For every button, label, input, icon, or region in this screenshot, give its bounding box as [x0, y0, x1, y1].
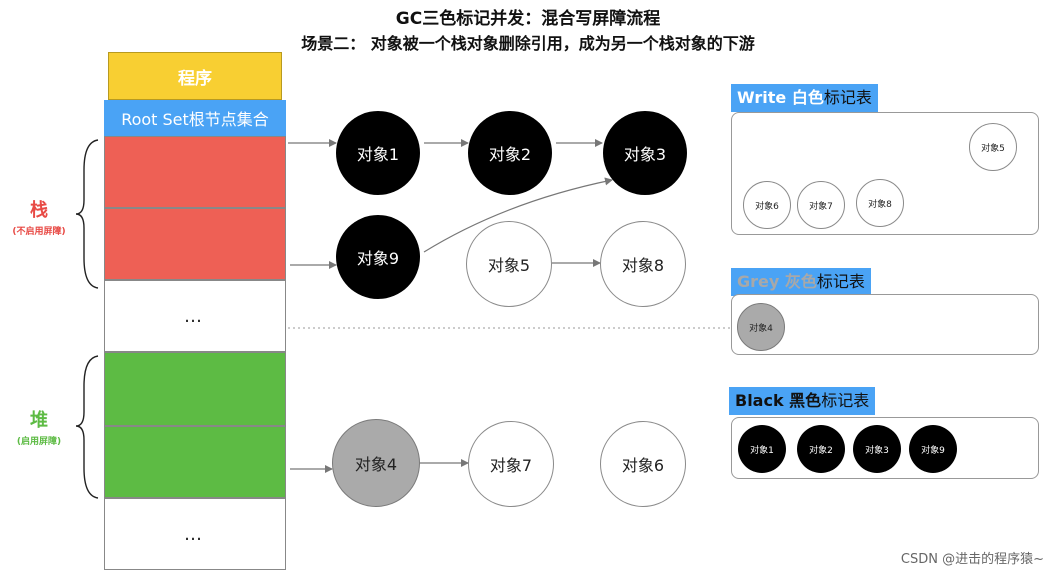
stack-brace: [75, 139, 99, 289]
diagram-title: GC三色标记并发：混合写屏障流程: [395, 9, 661, 29]
white-table-title-suffix: 标记表: [823, 88, 872, 107]
stack-title: 栈: [30, 200, 48, 221]
root-set-box: Root Set根节点集合: [104, 100, 286, 136]
grey-table-panel: 对象4: [731, 294, 1039, 355]
diagram-subtitle: 场景二： 对象被一个栈对象删除引用，成为另一个栈对象的下游: [301, 34, 755, 53]
heap-label: 堆 (启用屏障): [2, 406, 76, 447]
black-table-item: 对象9: [909, 425, 957, 473]
white-table-item: 对象6: [743, 181, 791, 229]
node-obj7: 对象7: [468, 421, 554, 507]
program-box: 程序: [108, 52, 282, 100]
black-table-title-suffix: 标记表: [821, 391, 870, 410]
watermark: CSDN @进击的程序猿~: [900, 552, 1044, 567]
stack-label: 栈 (不启用屏障): [2, 196, 76, 237]
black-table-color-label: Black 黑色: [735, 391, 822, 410]
heap-title: 堆: [30, 410, 48, 431]
white-table-header: Write 白色标记表: [731, 84, 878, 112]
grey-table-color-label: Grey 灰色: [737, 272, 817, 291]
black-table-item: 对象3: [853, 425, 901, 473]
white-table-color-label: Write 白色: [737, 88, 824, 107]
black-table-header: Black 黑色标记表: [729, 387, 876, 415]
white-table-panel: 对象5 对象6 对象7 对象8: [731, 112, 1039, 235]
white-table-item: 对象7: [797, 181, 845, 229]
node-obj2: 对象2: [468, 111, 552, 195]
black-table-item: 对象2: [797, 425, 845, 473]
white-table-item: 对象5: [969, 123, 1017, 171]
stack-ellipsis-cell: …: [104, 280, 286, 352]
node-obj6: 对象6: [600, 421, 686, 507]
white-table-item: 对象8: [856, 179, 904, 227]
stack-cell-1: [104, 136, 286, 208]
node-obj4: 对象4: [332, 419, 420, 507]
stack-cell-2: [104, 208, 286, 280]
edge-obj9-obj3: [423, 177, 613, 253]
node-obj1: 对象1: [336, 111, 420, 195]
heap-brace: [75, 355, 99, 499]
grey-table-header: Grey 灰色标记表: [731, 268, 871, 296]
heap-cell-2: [104, 426, 286, 498]
black-table-panel: 对象1 对象2 对象3 对象9: [731, 417, 1039, 479]
heap-ellipsis-cell: …: [104, 498, 286, 570]
heap-sublabel: (启用屏障): [16, 437, 62, 447]
grey-table-title-suffix: 标记表: [816, 272, 865, 291]
grey-table-item: 对象4: [737, 303, 785, 351]
heap-cell-1: [104, 352, 286, 426]
black-table-item: 对象1: [738, 425, 786, 473]
node-obj3: 对象3: [603, 111, 687, 195]
stack-sublabel: (不启用屏障): [12, 227, 66, 237]
node-obj9: 对象9: [336, 215, 420, 299]
node-obj5: 对象5: [466, 221, 552, 307]
node-obj8: 对象8: [600, 221, 686, 307]
